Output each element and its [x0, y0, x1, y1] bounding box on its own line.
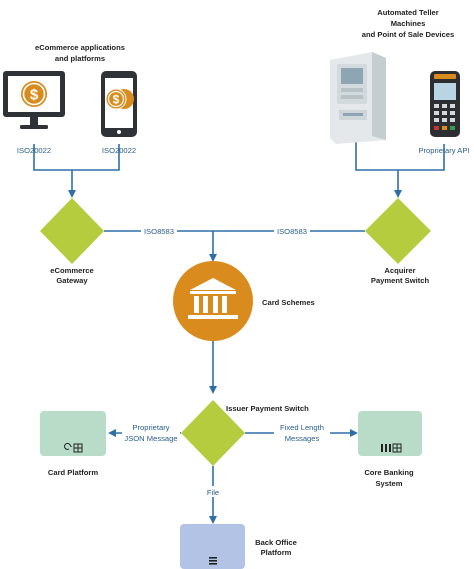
svg-text:$: $: [30, 87, 39, 104]
monitor-icon: $: [3, 71, 65, 129]
core-banking-label-line2: System: [375, 479, 402, 488]
json-message-label-line2: JSON Message: [124, 434, 177, 443]
phone-connector: [72, 144, 120, 171]
file-label: File: [207, 488, 219, 497]
monitor-protocol-label: ISO20022: [17, 146, 51, 155]
pos-connector: [398, 144, 445, 171]
core-banking-label-line1: Core Banking: [364, 468, 414, 477]
atm-pos-title-line1: Automated Teller: [377, 8, 439, 17]
back-office-label-line1: Back Office: [255, 538, 297, 547]
edge-label-bg-right: [274, 225, 310, 236]
phone-protocol-label: ISO20022: [102, 146, 136, 155]
gateway-to-schemes-label: ISO8583: [144, 227, 174, 236]
atm-icon: [330, 52, 386, 144]
ecommerce-gateway-diamond: [40, 198, 104, 264]
edge-label-bg-fixed: [274, 420, 330, 444]
card-schemes-bank-icon: [173, 261, 253, 341]
ecommerce-apps-title-line2: and platforms: [55, 54, 105, 63]
pos-terminal-icon: [430, 71, 460, 137]
ecommerce-gateway-label-line2: Gateway: [56, 276, 88, 285]
json-message-label-line1: Proprietary: [132, 423, 169, 432]
acquirer-switch-label-line2: Payment Switch: [371, 276, 430, 285]
back-office-box: [180, 524, 245, 569]
refresh-grid-icon: [64, 442, 83, 453]
server-rack-icon: [381, 443, 402, 453]
pos-protocol-label: Proprietary API: [418, 146, 469, 155]
fixed-length-label-line1: Fixed Length: [280, 423, 324, 432]
ecommerce-gateway-label-line1: eCommerce: [50, 266, 93, 275]
list-icon: [209, 557, 217, 565]
acquirer-switch-label-line1: Acquirer: [384, 266, 415, 275]
issuer-switch-diamond: [181, 400, 245, 466]
card-platform-box: [40, 411, 106, 456]
edge-label-bg-json: [122, 420, 180, 444]
ecommerce-apps-title-line1: eCommerce applications: [35, 43, 125, 52]
atm-pos-title-line3: and Point of Sale Devices: [362, 30, 454, 39]
edge-label-bg-file: [204, 486, 222, 497]
back-office-label-line2: Platform: [261, 548, 292, 557]
card-schemes-label: Card Schemes: [262, 298, 315, 307]
connectors: [33, 142, 445, 524]
core-banking-box: [358, 411, 422, 456]
monitor-connector: [33, 144, 72, 171]
acquirer-to-schemes-label: ISO8583: [277, 227, 307, 236]
smartphone-icon: $: [101, 71, 137, 137]
atm-pos-title-line2: Machines: [391, 19, 426, 28]
svg-text:$: $: [113, 93, 120, 107]
card-platform-label: Card Platform: [48, 468, 98, 477]
acquirer-switch-diamond: [365, 198, 431, 264]
edge-label-bg-left: [141, 225, 177, 236]
fixed-length-label-line2: Messages: [285, 434, 320, 443]
issuer-switch-label: Issuer Payment Switch: [226, 404, 309, 413]
atm-connector: [355, 142, 398, 171]
